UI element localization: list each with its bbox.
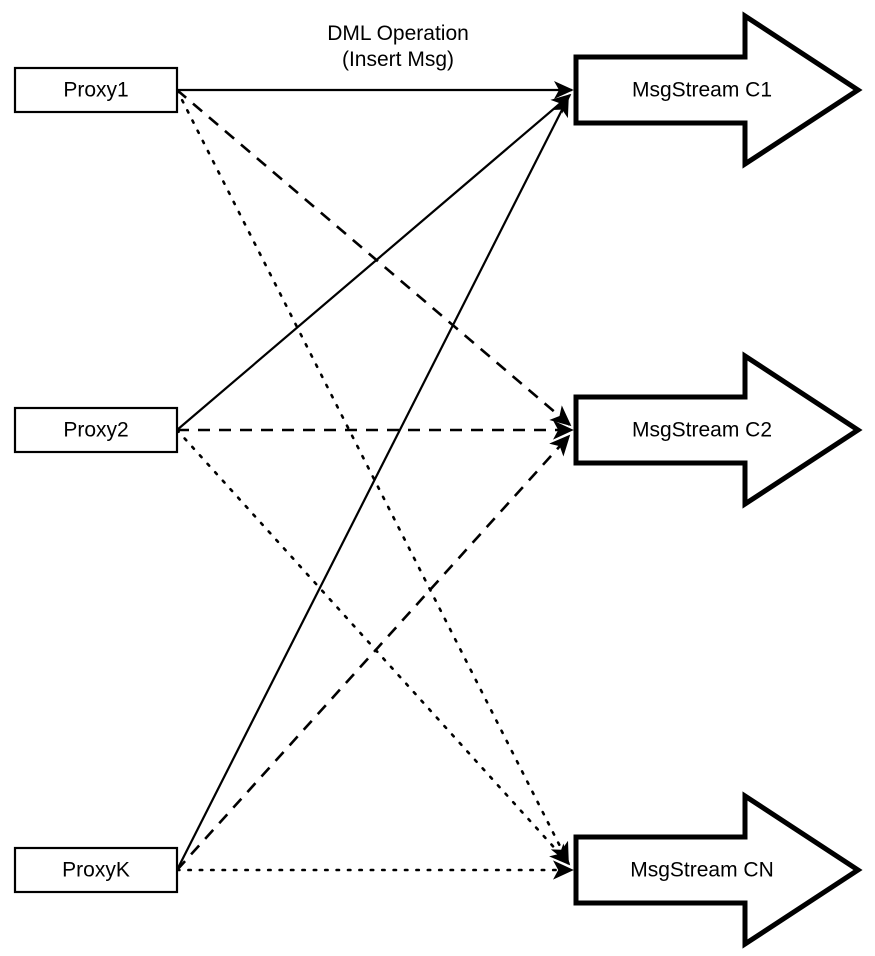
edge-layer <box>175 80 574 880</box>
source-node-proxy1[interactable]: Proxy1 <box>13 66 179 114</box>
stream-cn-label: MsgStream CN <box>630 859 774 882</box>
edge-proxyk-to-stream-c1 <box>176 96 569 871</box>
proxy2-label: Proxy2 <box>63 419 128 442</box>
stream-c2-arrow-shape[interactable] <box>573 351 863 509</box>
edge-proxy2-to-stream-cn <box>175 428 571 866</box>
stream-c1-label: MsgStream C1 <box>632 79 772 102</box>
edge-proxy2-to-stream-c1 <box>176 93 572 431</box>
source-node-proxyk[interactable]: ProxyK <box>13 846 179 894</box>
target-node-stream-c1[interactable]: MsgStream C1 <box>573 11 863 169</box>
proxy2-box[interactable] <box>13 406 179 454</box>
edge-proxy1-to-stream-c2 <box>176 89 572 427</box>
dml-caption-line1: DML Operation <box>327 22 469 45</box>
proxyk-label: ProxyK <box>62 859 130 882</box>
target-node-stream-cn[interactable]: MsgStream CN <box>573 791 863 949</box>
stream-c1-arrow-shape[interactable] <box>573 11 863 169</box>
proxy1-label: Proxy1 <box>63 79 128 102</box>
stream-cn-arrow-shape[interactable] <box>573 791 863 949</box>
source-node-proxy2[interactable]: Proxy2 <box>13 406 179 454</box>
proxy1-box[interactable] <box>13 66 179 114</box>
dml-operation-caption: DML Operation (Insert Msg) <box>327 22 469 71</box>
dml-caption-line2: (Insert Msg) <box>342 48 454 71</box>
edge-proxyk-to-stream-c2 <box>176 434 571 871</box>
stream-c2-label: MsgStream C2 <box>632 419 772 442</box>
proxyk-box[interactable] <box>13 846 179 894</box>
target-node-stream-c2[interactable]: MsgStream C2 <box>573 351 863 509</box>
edge-proxy1-to-stream-cn <box>175 88 570 864</box>
